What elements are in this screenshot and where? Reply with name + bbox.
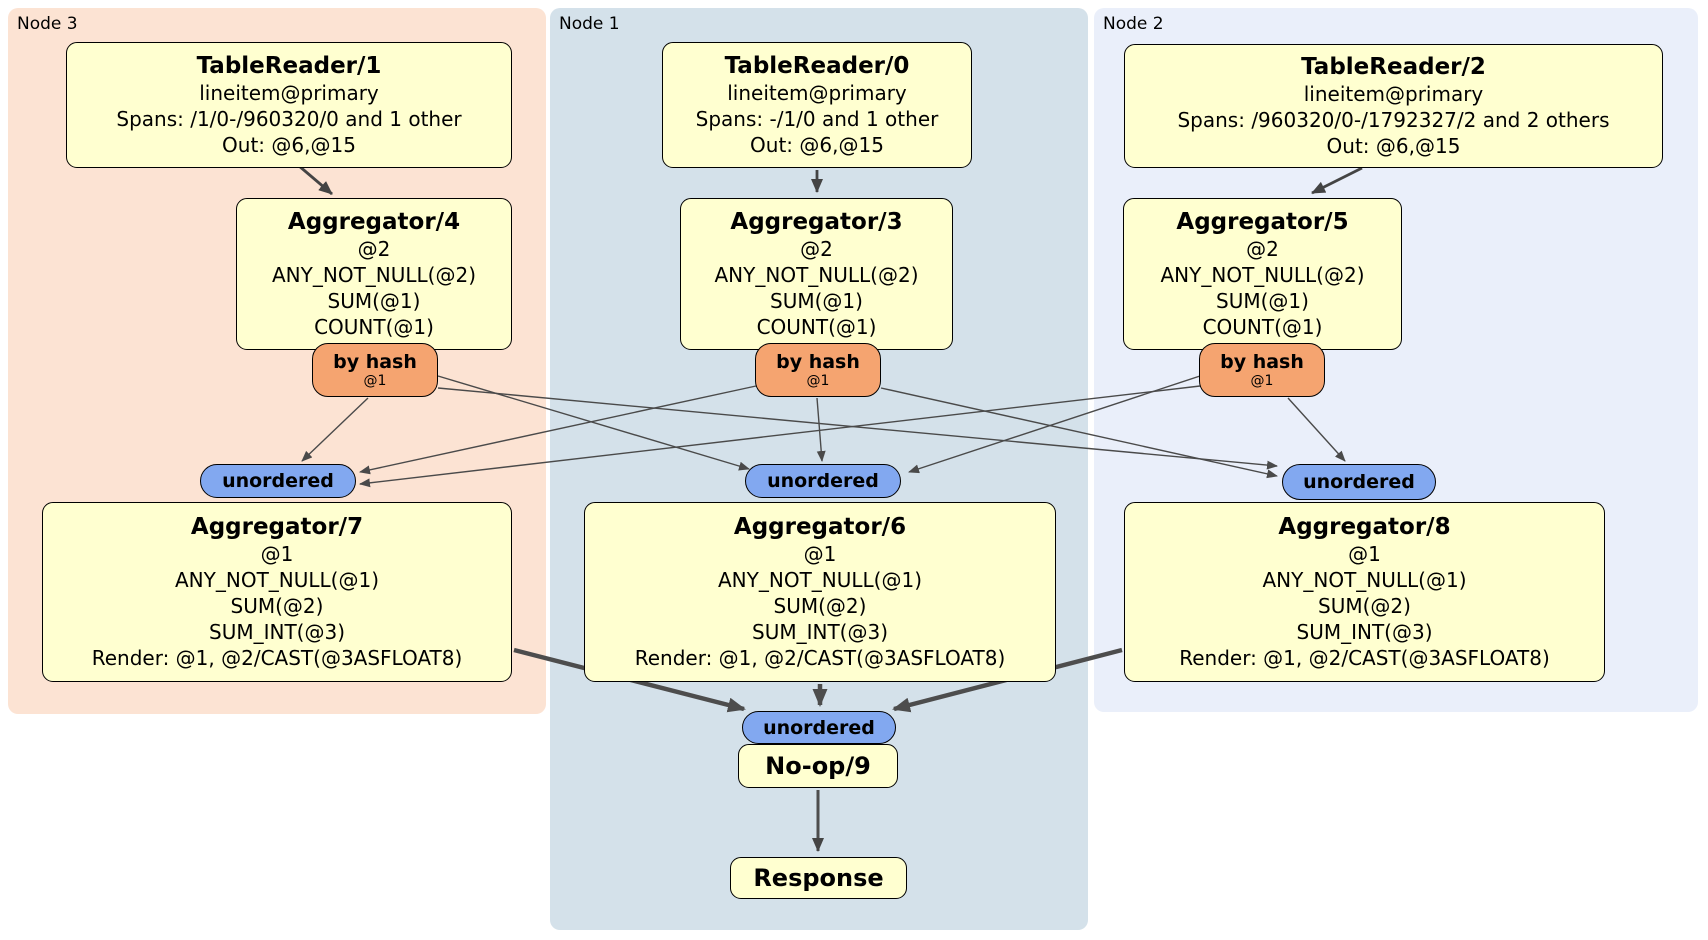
processor-detail: Spans: -/1/0 and 1 other	[695, 107, 939, 131]
edge-hash5-sync6	[908, 375, 1201, 474]
processor-detail: @2	[357, 237, 391, 261]
processor-detail: SUM_INT(@3)	[209, 620, 345, 644]
node3-label: Node 3	[17, 14, 78, 34]
unordered-sync-noop: unordered	[742, 711, 896, 744]
node1-label: Node 1	[559, 14, 620, 34]
processor-aggregator-4: Aggregator/4 @2 ANY_NOT_NULL(@2) SUM(@1)…	[236, 198, 512, 350]
processor-detail: ANY_NOT_NULL(@2)	[1160, 263, 1365, 287]
hash-router-5: by hash @1	[1199, 343, 1325, 397]
processor-detail: SUM(@1)	[1216, 289, 1309, 313]
unordered-sync-label: unordered	[1303, 471, 1415, 493]
processor-detail: ANY_NOT_NULL(@2)	[714, 263, 919, 287]
processor-detail: SUM(@2)	[773, 594, 867, 618]
hash-router-3: by hash @1	[755, 343, 881, 397]
unordered-sync-label: unordered	[763, 716, 875, 739]
processor-detail: SUM(@2)	[1318, 594, 1411, 618]
processor-detail: ANY_NOT_NULL(@1)	[1262, 568, 1467, 592]
processor-title: Aggregator/4	[287, 209, 461, 235]
hash-router-column: @1	[363, 373, 387, 389]
processor-detail: @1	[1348, 542, 1381, 566]
edge-hash3-sync7	[359, 385, 757, 475]
edge-tr2-agg5	[1311, 166, 1363, 195]
processor-tablereader-0: TableReader/0 lineitem@primary Spans: -/…	[662, 42, 972, 168]
processor-detail: @1	[260, 542, 294, 566]
processor-detail: ANY_NOT_NULL(@2)	[272, 263, 476, 287]
processor-detail: Render: @1, @2/CAST(@3ASFLOAT8)	[1179, 646, 1550, 670]
edge-hash5-sync7	[359, 385, 1201, 488]
processor-detail: SUM_INT(@3)	[752, 620, 888, 644]
edge-hash4-sync8	[437, 387, 1278, 470]
processor-detail: SUM(@1)	[770, 289, 863, 313]
processor-detail: lineitem@primary	[727, 81, 907, 105]
unordered-sync-label: unordered	[222, 470, 334, 492]
edge-hash3-sync8	[880, 387, 1278, 479]
processor-detail: @2	[1246, 237, 1279, 261]
unordered-sync-agg8: unordered	[1282, 464, 1436, 500]
processor-title: Response	[753, 864, 884, 892]
response-node: Response	[730, 857, 907, 899]
hash-router-label: by hash	[776, 351, 860, 373]
processor-title: TableReader/0	[724, 53, 910, 79]
edge-hash4-sync6	[437, 375, 750, 471]
processor-detail: COUNT(@1)	[314, 315, 434, 339]
hash-router-4: by hash @1	[312, 343, 438, 397]
hash-router-label: by hash	[333, 351, 417, 373]
processor-title: TableReader/2	[1301, 54, 1486, 80]
processor-title: TableReader/1	[196, 53, 382, 79]
processor-detail: lineitem@primary	[1303, 82, 1484, 106]
processor-detail: Out: @6,@15	[222, 133, 356, 157]
processor-detail: @1	[803, 542, 837, 566]
processor-aggregator-6: Aggregator/6 @1 ANY_NOT_NULL(@1) SUM(@2)…	[584, 502, 1056, 682]
processor-detail: SUM(@1)	[327, 289, 421, 313]
processor-aggregator-3: Aggregator/3 @2 ANY_NOT_NULL(@2) SUM(@1)…	[680, 198, 953, 350]
processor-detail: ANY_NOT_NULL(@1)	[718, 568, 922, 592]
processor-noop-9: No-op/9	[738, 744, 898, 788]
processor-title: No-op/9	[765, 752, 871, 780]
processor-detail: SUM_INT(@3)	[1296, 620, 1433, 644]
processor-detail: SUM(@2)	[230, 594, 324, 618]
processor-aggregator-7: Aggregator/7 @1 ANY_NOT_NULL(@1) SUM(@2)…	[42, 502, 512, 682]
processor-aggregator-5: Aggregator/5 @2 ANY_NOT_NULL(@2) SUM(@1)…	[1123, 198, 1402, 350]
processor-detail: COUNT(@1)	[1202, 315, 1323, 339]
processor-title: Aggregator/3	[730, 209, 903, 235]
edge-hash5-sync8	[1287, 397, 1346, 462]
processor-detail: Render: @1, @2/CAST(@3ASFLOAT8)	[91, 646, 463, 670]
processor-detail: Out: @6,@15	[750, 133, 884, 157]
processor-detail: ANY_NOT_NULL(@1)	[175, 568, 379, 592]
unordered-sync-agg7: unordered	[200, 464, 356, 498]
processor-title: Aggregator/7	[190, 514, 364, 540]
hash-router-column: @1	[806, 373, 830, 389]
unordered-sync-agg6: unordered	[745, 464, 901, 498]
processor-detail: COUNT(@1)	[756, 315, 877, 339]
edge-hash3-sync6	[816, 397, 826, 462]
hash-router-column: @1	[1250, 373, 1274, 389]
unordered-sync-label: unordered	[767, 470, 879, 492]
processor-detail: Spans: /1/0-/960320/0 and 1 other	[116, 107, 462, 131]
processor-aggregator-8: Aggregator/8 @1 ANY_NOT_NULL(@1) SUM(@2)…	[1124, 502, 1605, 682]
processor-title: Aggregator/8	[1278, 514, 1451, 540]
processor-title: Aggregator/6	[733, 514, 907, 540]
hash-router-label: by hash	[1220, 351, 1304, 373]
processor-detail: @2	[800, 237, 833, 261]
processor-title: Aggregator/5	[1176, 209, 1349, 235]
processor-tablereader-1: TableReader/1 lineitem@primary Spans: /1…	[66, 42, 512, 168]
processor-tablereader-2: TableReader/2 lineitem@primary Spans: /9…	[1124, 44, 1663, 168]
edge-hash4-sync7	[301, 397, 369, 462]
processor-detail: Out: @6,@15	[1326, 134, 1461, 158]
processor-detail: Spans: /960320/0-/1792327/2 and 2 others	[1177, 108, 1610, 132]
node2-label: Node 2	[1103, 14, 1164, 34]
processor-detail: Render: @1, @2/CAST(@3ASFLOAT8)	[634, 646, 1006, 670]
processor-detail: lineitem@primary	[199, 81, 379, 105]
